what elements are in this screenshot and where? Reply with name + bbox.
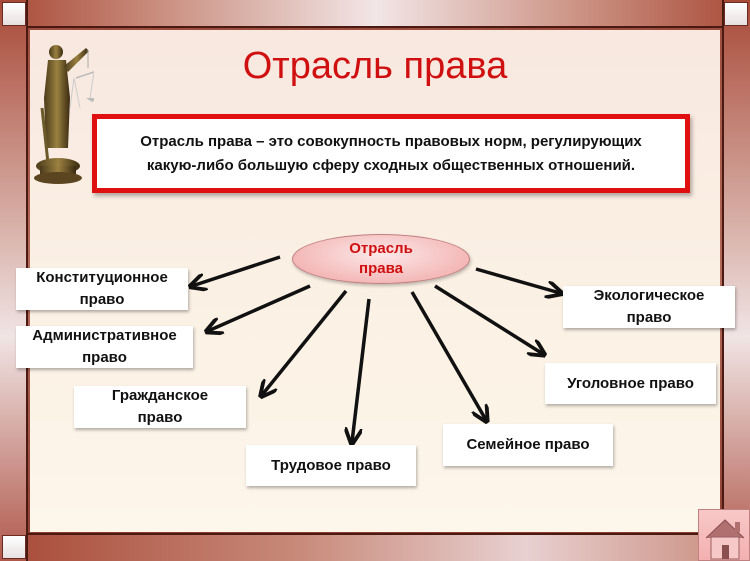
arrow-to-labor [352, 298, 371, 442]
node-label: Трудовое право [271, 456, 391, 474]
arrow-to-administrative [208, 284, 311, 331]
center-node-branch-of-law: Отрасль права [292, 234, 470, 284]
node-label: Конституционное [36, 269, 168, 286]
node-label: Уголовное право [567, 374, 694, 392]
frame-bar-bottom [0, 533, 750, 561]
node-constitutional-law: Конституционное право [16, 268, 188, 310]
node-label: право [137, 409, 183, 426]
definition-box: Отрасль права – это совокупность правовы… [92, 114, 690, 193]
arrow-to-ecological [475, 267, 560, 293]
node-label: Гражданское [111, 387, 209, 404]
home-icon [705, 519, 745, 560]
frame-corner-knob [2, 535, 26, 559]
frame-bar-top [0, 0, 750, 28]
node-label: право [79, 291, 125, 308]
arrow-to-civil [262, 289, 348, 395]
node-ecological-law: Экологическое право [563, 286, 735, 328]
arrow-to-family [410, 291, 486, 420]
node-family-law: Семейное право [443, 424, 613, 466]
arrow-to-constitutional [192, 255, 281, 286]
center-node-line-2: права [359, 260, 403, 277]
arrow-to-criminal [434, 284, 543, 354]
definition-line-2: какую-либо большую сферу сходных обществ… [146, 156, 636, 174]
slide-title: Отрасль права [242, 45, 508, 87]
themis-statue-icon [34, 45, 94, 184]
node-labor-law: Трудовое право [246, 445, 416, 486]
frame-corner-knob [724, 2, 748, 26]
center-node-line-1: Отрасль [349, 240, 413, 257]
node-administrative-law: Административное право [16, 326, 193, 368]
frame-bar-right [722, 0, 750, 561]
node-civil-law: Гражданское право [74, 386, 246, 428]
node-label: право [626, 309, 672, 326]
node-label: право [82, 349, 127, 366]
node-criminal-law: Уголовное право [545, 363, 716, 404]
node-label: Семейное право [466, 436, 590, 453]
node-label: Административное [32, 327, 177, 344]
home-button[interactable] [698, 509, 750, 561]
definition-line-1: Отрасль права – это совокупность правовы… [140, 132, 642, 150]
frame-corner-knob [2, 2, 26, 26]
node-label: Экологическое [593, 287, 705, 304]
